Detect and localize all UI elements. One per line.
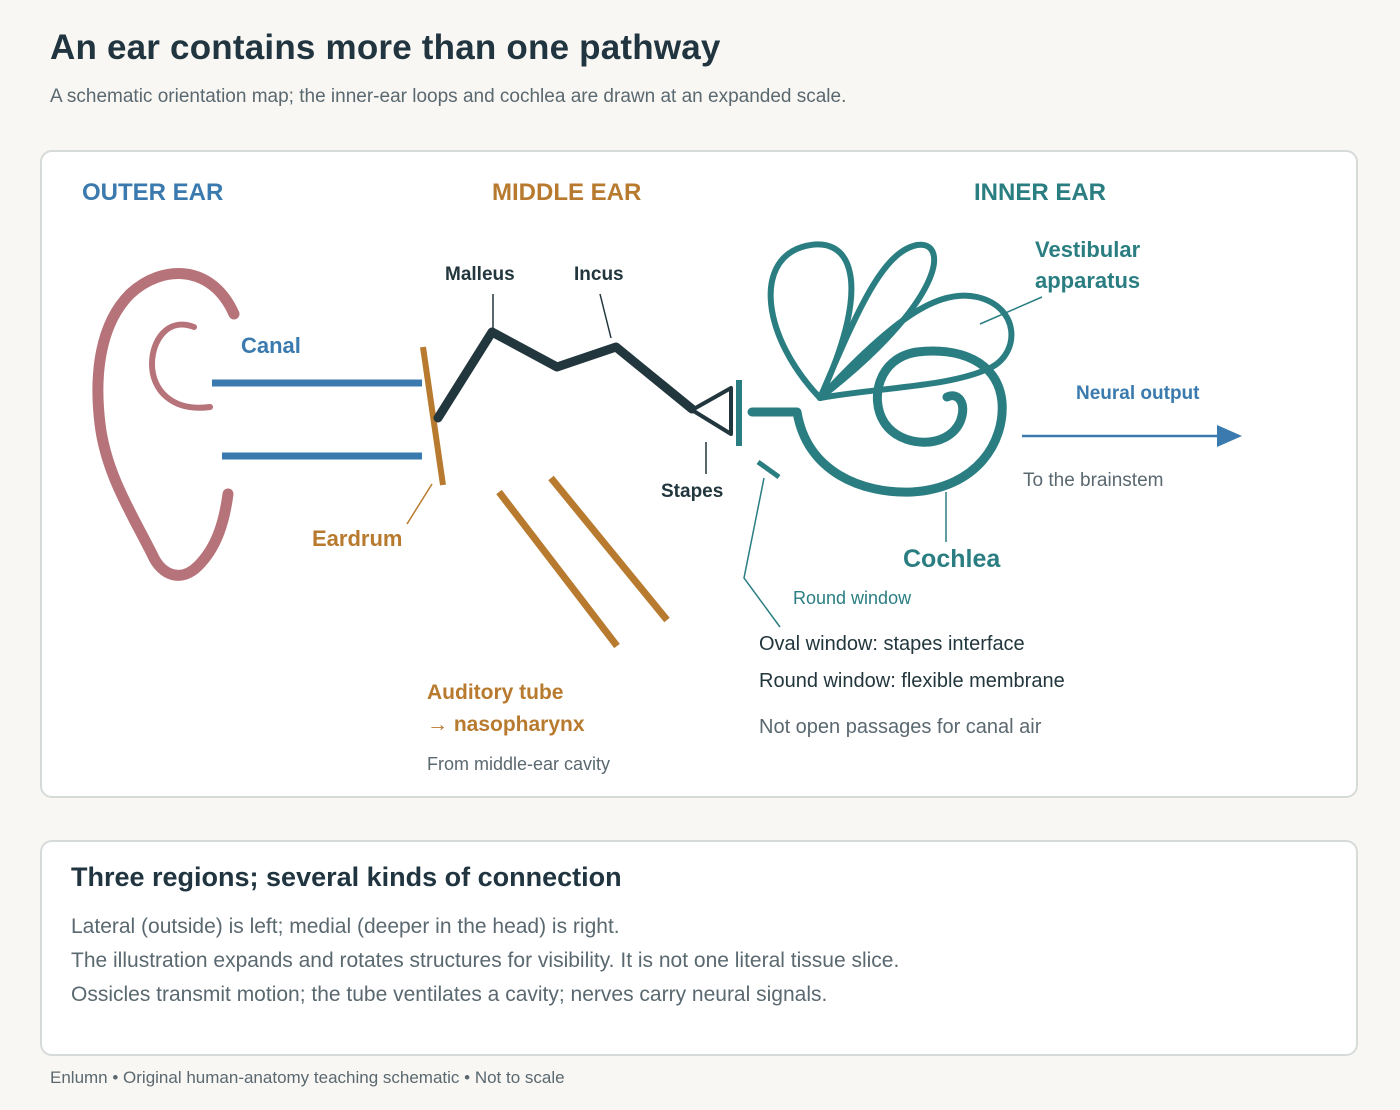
vestibular-label-line2: apparatus <box>1035 268 1140 293</box>
summary-heading: Three regions; several kinds of connecti… <box>71 862 622 892</box>
region-label-middle: MIDDLE EAR <box>492 179 641 206</box>
eardrum-label: Eardrum <box>312 526 402 551</box>
incus-label: Incus <box>574 264 624 285</box>
neural-output-arrowhead <box>1217 425 1242 447</box>
vestibular-loop-1 <box>767 241 855 401</box>
page-title: An ear contains more than one pathway <box>50 28 721 67</box>
summary-line-orientation: Lateral (outside) is left; medial (deepe… <box>71 915 620 938</box>
summary-line-scale: The illustration expands and rotates str… <box>71 949 900 972</box>
pinna-shape <box>92 268 240 581</box>
pinna-inner-fold <box>148 321 213 411</box>
auditory-tube-wall-1 <box>496 489 620 649</box>
auditory-tube-label-line1: Auditory tube <box>427 681 564 704</box>
neural-output-label: Neural output <box>1076 383 1200 404</box>
auditory-tube-note: From middle-ear cavity <box>427 754 610 774</box>
summary-line-functions: Ossicles transmit motion; the tube venti… <box>71 983 828 1006</box>
auditory-tube-label-line2: → nasopharynx <box>427 713 585 736</box>
eardrum-leader <box>406 483 433 525</box>
passages-note: Not open passages for canal air <box>759 716 1042 738</box>
stapes-label: Stapes <box>661 481 723 502</box>
vestibular-loop-3 <box>817 292 1015 401</box>
summary-card: Three regions; several kinds of connecti… <box>40 840 1358 1056</box>
footer-note: Enlumn • Original human-anatomy teaching… <box>50 1068 565 1087</box>
vestibular-label-line1: Vestibular <box>1035 237 1141 262</box>
ear-diagram: OUTER EAR MIDDLE EAR INNER EAR Canal Ear… <box>82 179 1242 774</box>
round-window-leader <box>743 477 781 628</box>
cochlea-label: Cochlea <box>903 545 1001 573</box>
page-subtitle: A schematic orientation map; the inner-e… <box>50 86 847 107</box>
oval-window-note: Oval window: stapes interface <box>759 633 1025 655</box>
vestibular-loop-2 <box>817 241 938 401</box>
brainstem-label: To the brainstem <box>1023 470 1163 491</box>
canal-label: Canal <box>241 333 301 358</box>
round-window-label: Round window <box>793 588 912 608</box>
region-label-inner: INNER EAR <box>974 179 1106 206</box>
round-window-note: Round window: flexible membrane <box>759 670 1065 692</box>
ossicle-chain <box>433 327 697 423</box>
region-label-outer: OUTER EAR <box>82 179 223 206</box>
round-window <box>756 459 781 480</box>
vestibular-leader <box>979 296 1043 325</box>
incus-leader <box>599 293 612 339</box>
cochlea-spiral <box>747 346 1007 497</box>
diagram-card: OUTER EAR MIDDLE EAR INNER EAR Canal Ear… <box>40 150 1358 798</box>
malleus-label: Malleus <box>445 264 515 285</box>
eardrum <box>420 346 446 486</box>
stapes-shape <box>690 386 733 436</box>
auditory-tube-wall-2 <box>548 475 670 623</box>
